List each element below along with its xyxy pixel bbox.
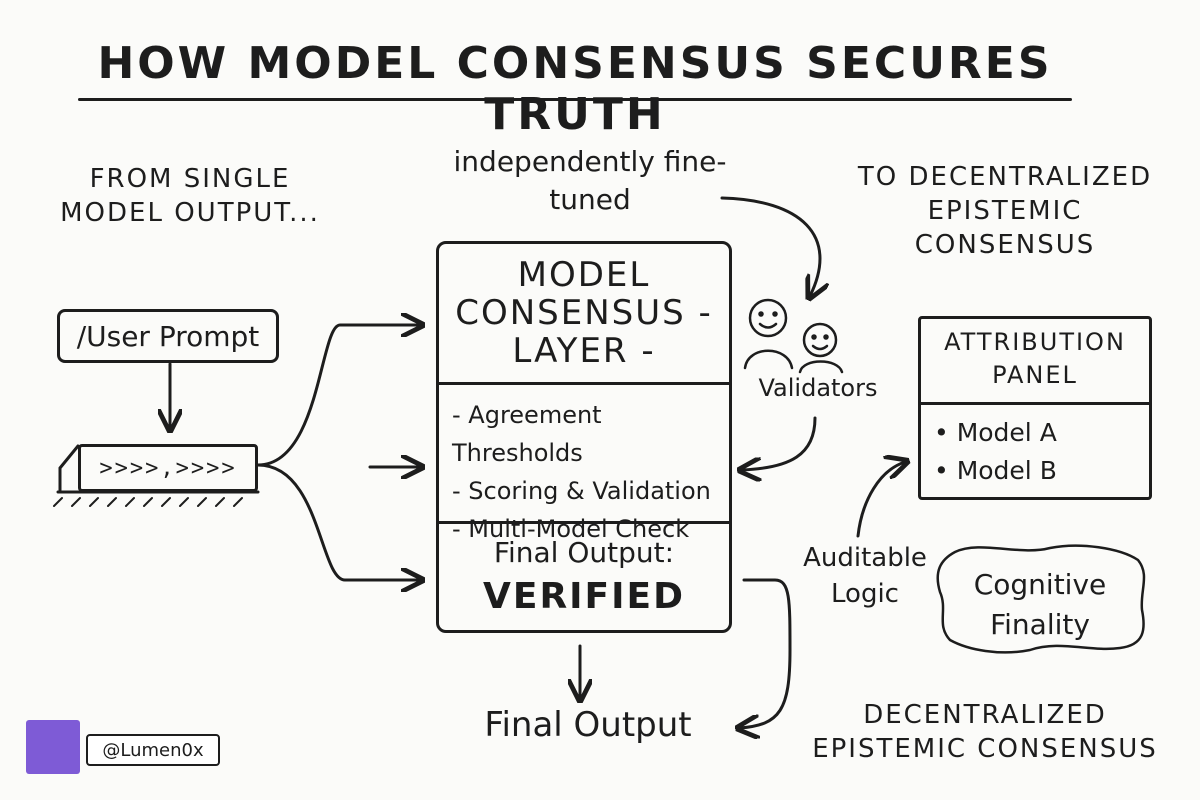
verified-status: VERIFIED [482, 576, 686, 617]
consensus-item: - Scoring & Validation [452, 477, 711, 505]
page-title: HOW MODEL CONSENSUS SECURES TRUTH [97, 38, 1053, 140]
right-heading: TO DECENTRALIZED EPISTEMIC CONSENSUS [857, 162, 1153, 260]
auditable-arrow [856, 462, 905, 538]
bottom-heading: DECENTRALIZED EPISTEMIC CONSENSUS [812, 700, 1158, 764]
consensus-divider-bottom [436, 521, 732, 524]
consensus-divider-top [436, 382, 732, 385]
consensus-layer-title: MODEL CONSENSUS - LAYER - [455, 255, 713, 371]
attribution-panel [918, 316, 1152, 500]
left-heading: FROM SINGLE MODEL OUTPUT... [60, 164, 320, 228]
fine-tuned-arrow [720, 196, 820, 296]
attribution-panel-title: ATTRIBUTION PANEL [944, 328, 1126, 389]
input-stream-bar: >>>>,>>>> [78, 444, 258, 492]
title-underline [78, 98, 1072, 101]
cognitive-finality-label: Cognitive Finality [973, 568, 1107, 641]
attribution-item: • Model A [934, 418, 1057, 447]
verified-loop-arrow [740, 578, 792, 728]
consensus-item: - Multi-Model Check [452, 515, 690, 543]
final-output-label: Final Output: [493, 536, 675, 569]
user-prompt-box: /User Prompt [57, 309, 279, 363]
input-bar-hatch [53, 497, 243, 507]
validators-arrow [742, 416, 817, 470]
attribution-divider [918, 402, 1152, 405]
input-bar-edge [56, 444, 260, 494]
branch-bottom-arrow [256, 463, 420, 580]
validators-icon [743, 298, 844, 374]
branch-top-arrow [256, 325, 420, 467]
cognitive-cloud [936, 544, 1146, 654]
consensus-item: - Agreement Thresholds [452, 401, 602, 467]
consensus-layer-box [436, 241, 732, 633]
attribution-item: • Model B [934, 456, 1057, 485]
consensus-items: - Agreement Thresholds - Scoring & Valid… [452, 396, 737, 548]
auditable-logic-label: Auditable Logic [803, 543, 927, 609]
author-handle: @Lumen0x [86, 734, 220, 766]
validators-label: Validators [758, 374, 878, 402]
attribution-items: • Model A • Model B [934, 414, 1144, 490]
final-output-text: Final Output [484, 705, 692, 745]
author-avatar [26, 720, 80, 774]
fine-tuned-note: independently fine-tuned [453, 145, 727, 216]
